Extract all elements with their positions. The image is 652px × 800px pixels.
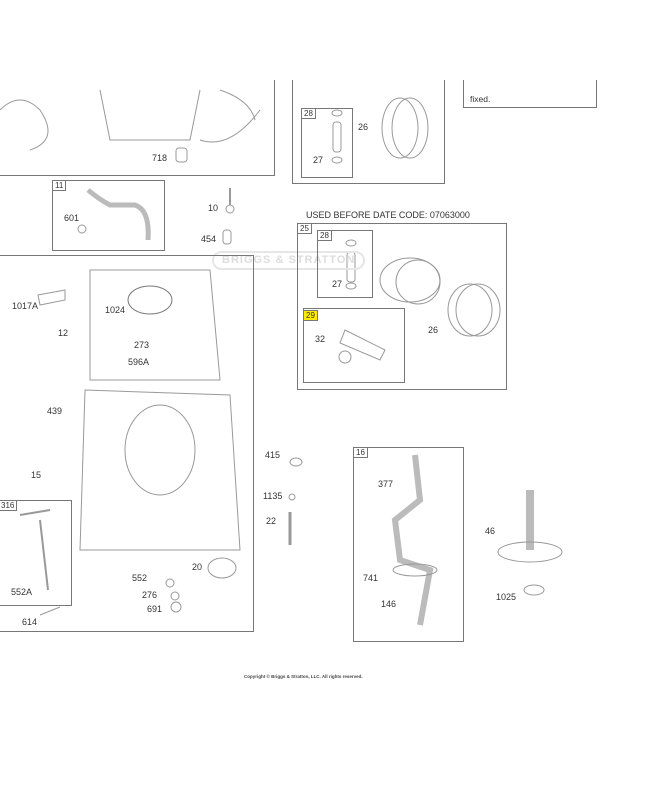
callout-22[interactable]: 22 bbox=[266, 516, 277, 526]
callout-27[interactable]: 27 bbox=[313, 155, 324, 165]
callout-552[interactable]: 552 bbox=[132, 573, 148, 583]
copyright-text: Copyright © Briggs & Stratton, LLC. All … bbox=[244, 674, 363, 679]
part-1135 bbox=[288, 493, 296, 501]
callout-691[interactable]: 691 bbox=[147, 604, 163, 614]
callout-273[interactable]: 273 bbox=[134, 340, 150, 350]
callout-614[interactable]: 614 bbox=[22, 617, 38, 627]
piston-group-box-top bbox=[292, 80, 445, 184]
watermark: BRIGGS & STRATTON bbox=[212, 251, 366, 270]
part-454 bbox=[222, 229, 232, 245]
callout-32[interactable]: 32 bbox=[315, 334, 326, 344]
callout-276[interactable]: 276 bbox=[142, 590, 158, 600]
crankcase-part bbox=[79, 389, 241, 551]
callout-601[interactable]: 601 bbox=[64, 213, 80, 223]
piston-pin-part bbox=[332, 121, 342, 153]
part-1017a bbox=[37, 289, 66, 306]
seal-20-part bbox=[207, 557, 237, 579]
callout-377[interactable]: 377 bbox=[378, 479, 394, 489]
callout-26-lower[interactable]: 26 bbox=[428, 325, 439, 335]
date-code-heading: USED BEFORE DATE CODE: 07063000 bbox=[306, 210, 470, 220]
box-11 bbox=[52, 180, 165, 251]
part-614 bbox=[39, 606, 61, 616]
callout-1017a[interactable]: 1017A bbox=[12, 301, 39, 311]
callout-415[interactable]: 415 bbox=[265, 450, 281, 460]
callout-1025[interactable]: 1025 bbox=[496, 592, 517, 602]
cylinder-group-box bbox=[0, 80, 275, 176]
note-text: fixed. bbox=[470, 94, 491, 104]
part-1025 bbox=[523, 584, 545, 596]
callout-596a[interactable]: 596A bbox=[128, 357, 150, 367]
crankcase-group-box bbox=[0, 255, 254, 632]
callout-454[interactable]: 454 bbox=[201, 234, 217, 244]
box-number-28-lower: 28 bbox=[317, 230, 332, 241]
gasket-part bbox=[89, 269, 221, 381]
box-number-16: 16 bbox=[353, 447, 368, 458]
note-box bbox=[463, 80, 597, 108]
box-28 bbox=[317, 230, 373, 298]
callout-1135[interactable]: 1135 bbox=[263, 491, 283, 501]
box-number-11: 11 bbox=[52, 180, 67, 191]
callout-15[interactable]: 15 bbox=[31, 470, 42, 480]
gear-1024-part bbox=[127, 285, 173, 315]
box-number-25: 25 bbox=[297, 223, 312, 234]
box-number-29-highlighted[interactable]: 29 bbox=[303, 310, 318, 321]
callout-552a[interactable]: 552A bbox=[11, 587, 33, 597]
box-16 bbox=[353, 447, 464, 642]
box-28-top bbox=[301, 108, 353, 178]
crankshaft-part bbox=[391, 454, 434, 626]
callout-46[interactable]: 46 bbox=[485, 526, 496, 536]
callout-10[interactable]: 10 bbox=[208, 203, 219, 213]
callout-1024[interactable]: 1024 bbox=[105, 305, 126, 315]
breather-tube-part bbox=[86, 188, 151, 241]
callout-718[interactable]: 718 bbox=[152, 153, 168, 163]
box-number-28: 28 bbox=[301, 108, 316, 119]
callout-20[interactable]: 20 bbox=[192, 562, 203, 572]
box-25 bbox=[297, 223, 507, 390]
part-718 bbox=[175, 147, 188, 163]
callout-741[interactable]: 741 bbox=[363, 573, 379, 583]
callout-439[interactable]: 439 bbox=[47, 406, 63, 416]
callout-27-lower[interactable]: 27 bbox=[332, 279, 343, 289]
connecting-rod-part bbox=[339, 329, 386, 361]
callout-12[interactable]: 12 bbox=[58, 328, 69, 338]
callout-146[interactable]: 146 bbox=[381, 599, 397, 609]
governor-shaft-part bbox=[19, 509, 51, 591]
piston-rings-part bbox=[381, 97, 419, 159]
part-415 bbox=[289, 457, 303, 467]
box-number-316: 316 bbox=[0, 500, 18, 511]
cylinder-block-part bbox=[0, 89, 261, 151]
box-29 bbox=[303, 308, 405, 383]
callout-26[interactable]: 26 bbox=[358, 122, 369, 132]
box-316 bbox=[0, 500, 72, 606]
